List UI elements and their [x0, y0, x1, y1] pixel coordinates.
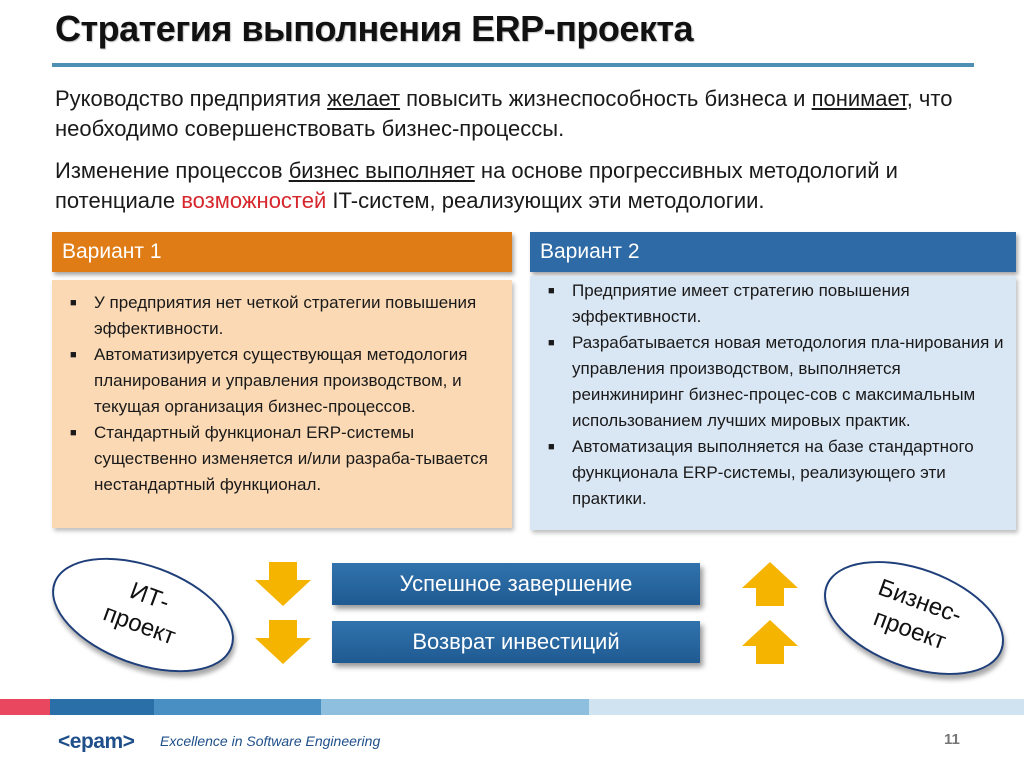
arrow-down-icon [255, 620, 311, 664]
epam-logo: <epam> [58, 730, 135, 752]
list-item-text: Предприятие имеет стратегию повышения эф… [572, 281, 910, 326]
square-bullet-icon: ■ [70, 297, 77, 309]
intro-paragraph-1: Руководство предприятия желает повысить … [55, 84, 990, 144]
title-divider [52, 63, 974, 67]
arrow-down-icon [255, 562, 311, 606]
it-project-oval: ИТ-проект [36, 535, 250, 695]
slide-title: Стратегия выполнения ERP-проекта [55, 8, 694, 49]
arrow-up-icon [742, 620, 798, 664]
footer-stripe [154, 699, 321, 715]
intro-p2-text-e: IT-систем, реализующих эти методологии. [326, 188, 765, 213]
intro-p1-text-e: , что необходимо совершенствовать бизнес… [55, 86, 953, 141]
list-item-text: Автоматизируется существующая методологи… [94, 345, 468, 416]
list-item-text: Автоматизация выполняется на базе станда… [572, 437, 974, 508]
intro-p1-underlined-understands: понимает [811, 86, 907, 111]
footer-stripe [589, 699, 1024, 715]
list-item-text: Разрабатывается новая методология пла-ни… [572, 333, 1004, 430]
intro-paragraph-2: Изменение процессов бизнес выполняет на … [55, 156, 990, 216]
list-item-text: У предприятия нет четкой стратегии повыш… [94, 293, 477, 338]
footer-stripe [0, 699, 50, 715]
list-item: ■ У предприятия нет четкой стратегии повы… [62, 290, 500, 342]
return-on-investment-bar: Возврат инвестиций [332, 621, 700, 663]
it-project-label: ИТ-проект [99, 577, 180, 651]
list-item: ■ Предприятие имеет стратегию повышения э… [540, 278, 1004, 330]
footer-tagline: Excellence in Software Engineering [160, 733, 381, 749]
footer-stripe [50, 699, 154, 715]
list-item: ■ Автоматизируется существующая методолог… [62, 342, 500, 420]
arrow-up-icon [742, 562, 798, 606]
list-item: ■ Автоматизация выполняется на базе станд… [540, 434, 1004, 512]
square-bullet-icon: ■ [70, 349, 77, 361]
variant-1-list: ■ У предприятия нет четкой стратегии повы… [62, 290, 500, 498]
variant-2-panel: ■ Предприятие имеет стратегию повышения э… [530, 276, 1016, 530]
intro-p1-text-c: повысить жизнеспособность бизнеса и [400, 86, 812, 111]
intro-p1-underlined-wants: желает [327, 86, 401, 111]
intro-p2-text-a: Изменение процессов [55, 158, 289, 183]
variant-2-header: Вариант 2 [530, 232, 1016, 272]
square-bullet-icon: ■ [548, 285, 555, 297]
square-bullet-icon: ■ [70, 427, 77, 439]
list-item-text: Стандартный функционал ERP-системы сущес… [94, 423, 488, 494]
intro-p2-highlight-capabilities: возможностей [181, 188, 327, 213]
business-project-label: Бизнес-проект [869, 574, 966, 656]
svg-text:<epam>: <epam> [58, 730, 135, 752]
square-bullet-icon: ■ [548, 337, 555, 349]
intro-p2-underlined-business: бизнес выполняет [288, 158, 475, 183]
successful-completion-bar: Успешное завершение [332, 563, 700, 605]
variant-2-list: ■ Предприятие имеет стратегию повышения э… [540, 278, 1004, 512]
variant-1-header: Вариант 1 [52, 232, 512, 272]
business-project-oval: Бизнес-проект [808, 538, 1020, 698]
square-bullet-icon: ■ [548, 441, 555, 453]
page-number: 11 [944, 731, 960, 748]
list-item: ■ Стандартный функционал ERP-системы суще… [62, 420, 500, 498]
intro-p1-text-a: Руководство предприятия [55, 86, 328, 111]
intro-p2-text-c: на основе прогрессивных методологий и по… [55, 158, 898, 213]
list-item: ■ Разрабатывается новая методология пла-н… [540, 330, 1004, 434]
variant-1-panel: ■ У предприятия нет четкой стратегии повы… [52, 280, 512, 528]
footer-stripe [321, 699, 589, 715]
